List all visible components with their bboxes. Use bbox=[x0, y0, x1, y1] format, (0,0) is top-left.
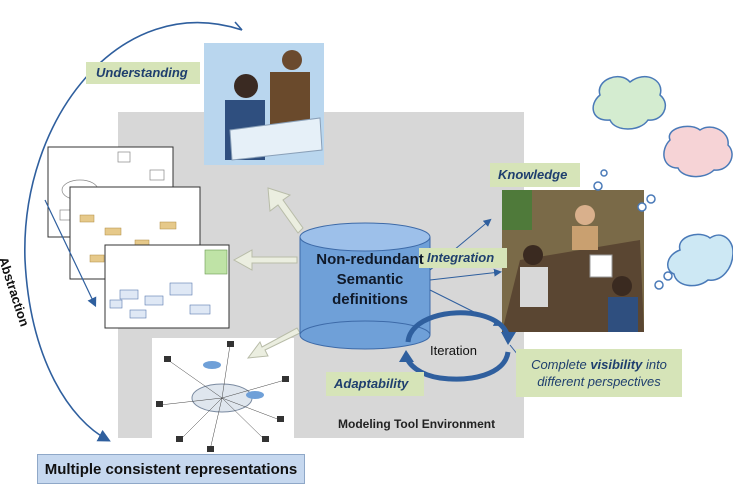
arrow-to-documents bbox=[232, 249, 298, 271]
environment-label: Modeling Tool Environment bbox=[338, 417, 496, 431]
abstraction-arc-top bbox=[234, 21, 243, 31]
visibility-pre: Complete bbox=[531, 357, 591, 372]
network-diagram bbox=[152, 338, 294, 454]
thought-bubbles bbox=[592, 76, 733, 290]
arrow-to-network bbox=[246, 327, 301, 359]
adaptability-label: Adaptability bbox=[326, 372, 424, 396]
visibility-callout: Complete visibility into different persp… bbox=[516, 349, 682, 397]
iteration-label: Iteration bbox=[430, 343, 477, 358]
meeting-image bbox=[502, 190, 644, 332]
business-people-image bbox=[204, 43, 324, 165]
multiple-representations-label: Multiple consistent representations bbox=[37, 454, 305, 484]
integration-label: Integration bbox=[419, 248, 507, 268]
visibility-line2: different perspectives bbox=[537, 374, 661, 389]
abstraction-arrow bbox=[44, 199, 97, 308]
abstraction-arc bbox=[24, 21, 243, 442]
semantic-cylinder bbox=[299, 222, 431, 350]
document-stack bbox=[47, 146, 230, 329]
center-line-1: Non-redundant bbox=[316, 251, 424, 268]
visibility-bold: visibility bbox=[590, 357, 643, 372]
understanding-label: Understanding bbox=[86, 62, 200, 84]
center-line-3: definitions bbox=[332, 291, 408, 308]
semantic-definitions-label: Non-redundant Semantic definitions bbox=[300, 250, 440, 310]
center-line-2: Semantic bbox=[336, 271, 404, 288]
visibility-post: into bbox=[642, 357, 667, 372]
knowledge-label: Knowledge bbox=[490, 163, 580, 187]
arrow-to-understanding bbox=[267, 187, 304, 234]
